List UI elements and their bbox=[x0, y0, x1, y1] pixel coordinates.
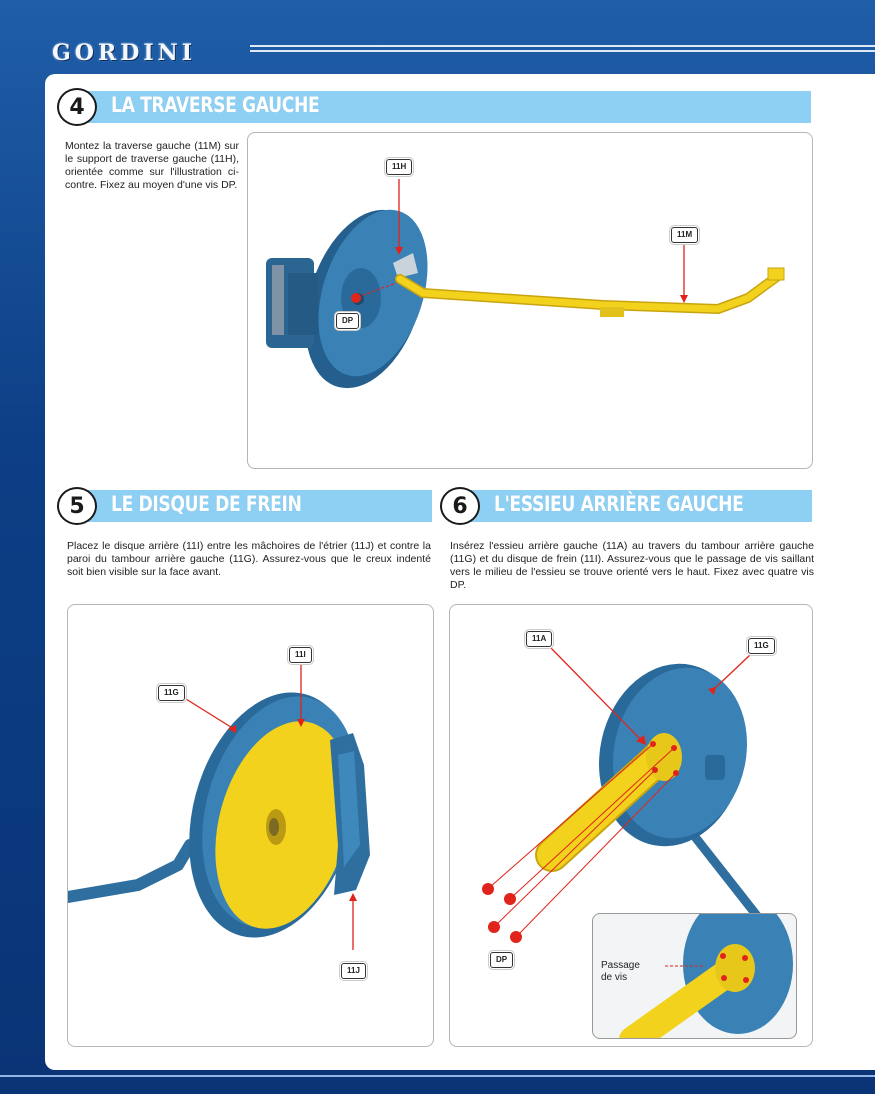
inset-diagram bbox=[619, 914, 793, 1038]
label-dp: DP bbox=[490, 952, 514, 968]
step-5-instructions: Placez le disque arrière (11I) entre les… bbox=[67, 540, 431, 578]
support-11h-part bbox=[393, 253, 418, 278]
step-5-diagram bbox=[68, 659, 370, 950]
step-5-illustration: 11I 11G 11J bbox=[67, 604, 434, 1047]
label-11i: 11I bbox=[289, 647, 312, 663]
brand-logo: GORDINI bbox=[52, 40, 197, 66]
step-6-instructions: Insérez l'essieu arrière gauche (11A) au… bbox=[450, 540, 814, 591]
label-11j: 11J bbox=[341, 963, 366, 979]
step-title: L'ESSIEU ARRIÈRE GAUCHE bbox=[494, 492, 744, 516]
step-title: LE DISQUE DE FREIN bbox=[111, 492, 302, 516]
footer-line bbox=[0, 1075, 875, 1077]
caliper-11j-part bbox=[330, 733, 370, 895]
inset-caption: Passage de vis bbox=[601, 960, 640, 983]
label-11m: 11M bbox=[671, 227, 699, 243]
label-11a: 11A bbox=[526, 631, 553, 647]
step-6-diagram bbox=[482, 646, 785, 950]
step-heading-bar bbox=[470, 490, 812, 522]
step-4-illustration: 11H 11M DP bbox=[247, 132, 813, 469]
step-4-diagram bbox=[266, 179, 785, 389]
detail-inset: Passage de vis bbox=[592, 913, 797, 1039]
arrow-11a bbox=[549, 646, 643, 742]
step-number: 5 bbox=[57, 487, 97, 525]
step-number: 4 bbox=[57, 88, 97, 126]
step-4-instructions: Montez la traverse gauche (11M) sur le s… bbox=[65, 140, 239, 191]
screws-dp-part bbox=[482, 743, 677, 943]
page-header: GORDINI bbox=[0, 0, 875, 70]
step-6-heading: 6 L'ESSIEU ARRIÈRE GAUCHE bbox=[440, 487, 812, 525]
label-dp: DP bbox=[336, 313, 360, 329]
label-11h: 11H bbox=[386, 159, 413, 175]
cross-member-11m-part bbox=[395, 267, 785, 317]
step-title: LA TRAVERSE GAUCHE bbox=[111, 93, 320, 117]
label-11g: 11G bbox=[158, 685, 185, 701]
header-decorative-lines bbox=[250, 45, 875, 59]
step-number: 6 bbox=[440, 487, 480, 525]
step-heading-bar bbox=[87, 91, 811, 123]
page-panel: 4 LA TRAVERSE GAUCHE Montez la traverse … bbox=[45, 74, 875, 1070]
step-heading-bar bbox=[87, 490, 432, 522]
label-11g: 11G bbox=[748, 638, 775, 654]
step-5-heading: 5 LE DISQUE DE FREIN bbox=[57, 487, 432, 525]
brake-disc-11i-part bbox=[215, 721, 351, 929]
step-6-illustration: 11A 11G DP Passage de vis bbox=[449, 604, 813, 1047]
arrow-11g bbox=[185, 698, 235, 730]
arrow-11g bbox=[711, 654, 751, 692]
step-4-heading: 4 LA TRAVERSE GAUCHE bbox=[57, 88, 811, 126]
screw-dp-part bbox=[351, 282, 397, 303]
